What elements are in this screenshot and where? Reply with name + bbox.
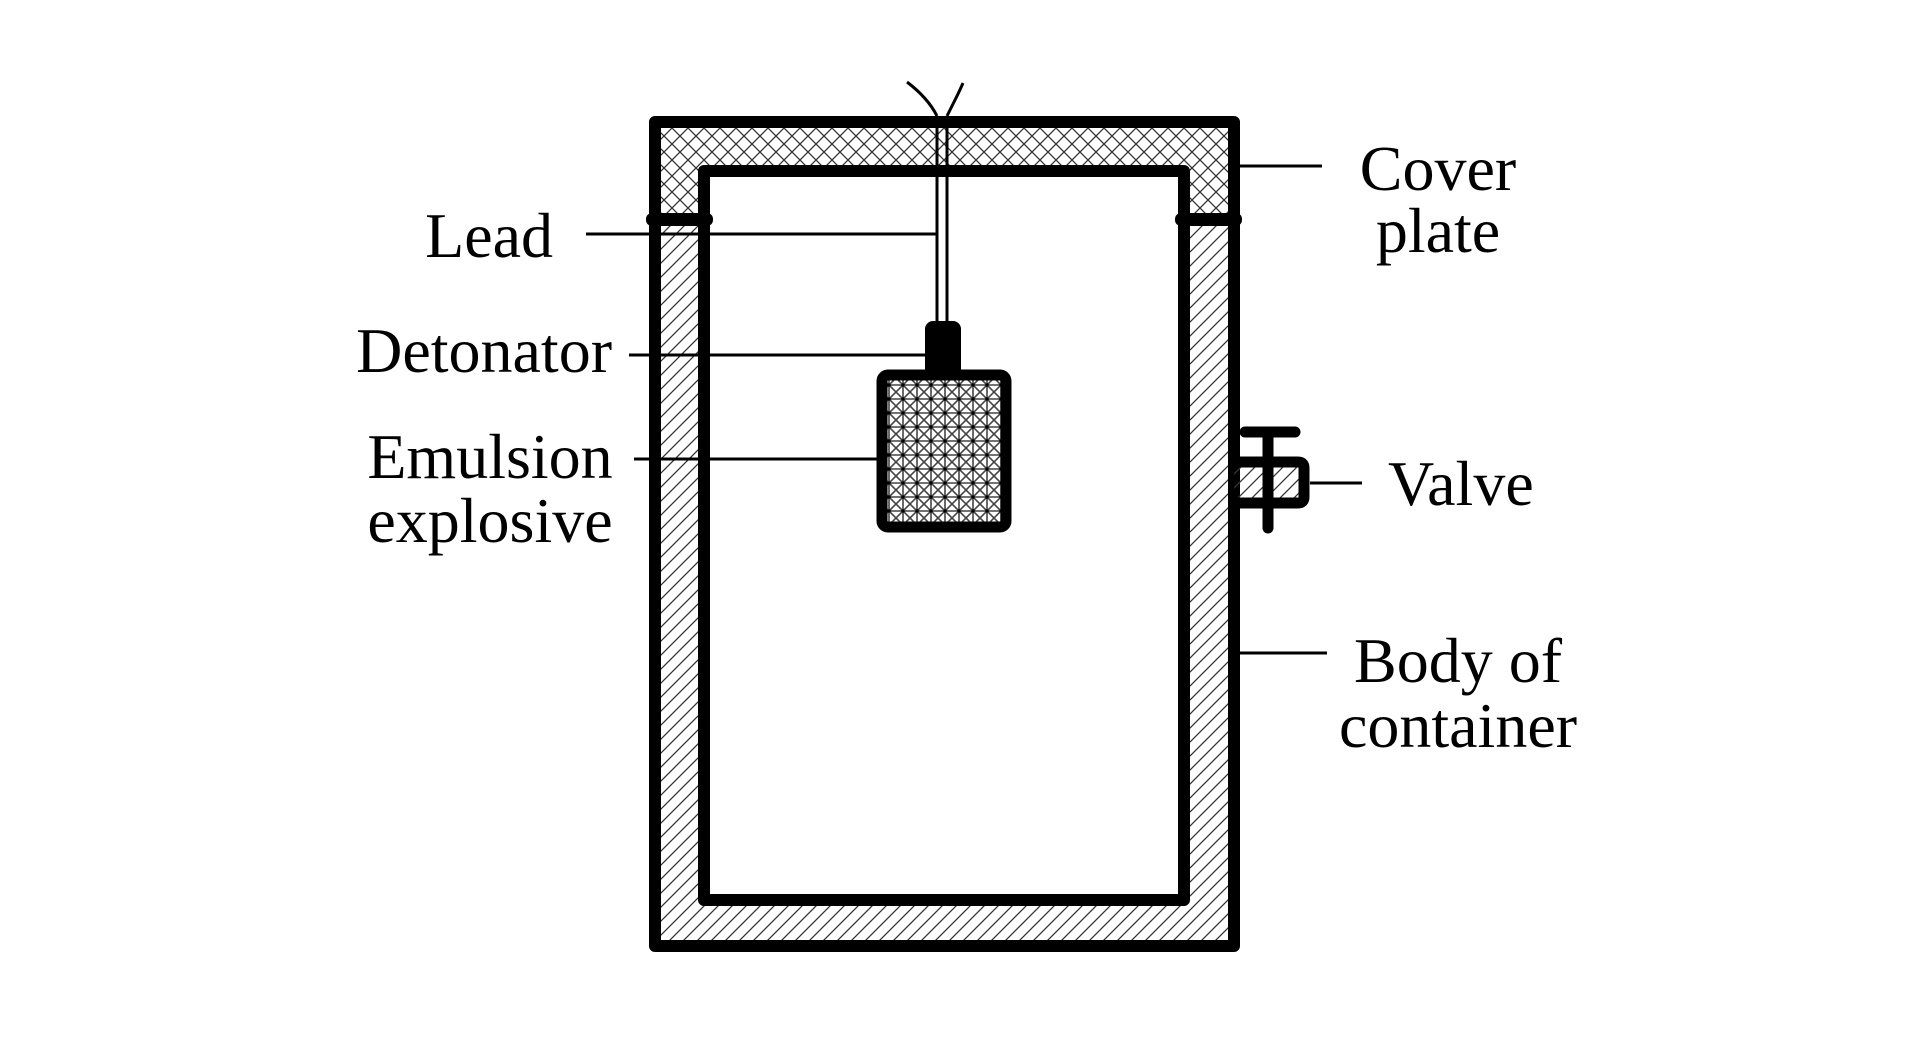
cover-seal-left <box>646 213 713 226</box>
container-outline <box>649 116 1240 952</box>
label-body-line2: container <box>1339 690 1577 761</box>
emulsion-explosive <box>876 369 1012 533</box>
label-cover-line1: Cover <box>1360 133 1516 204</box>
leader-lines <box>586 164 1362 655</box>
detonator <box>925 321 961 381</box>
inner-wall <box>698 220 1190 906</box>
outer-wall <box>649 116 1240 952</box>
label-emulsion-line2: explosive <box>367 485 612 556</box>
label-detonator: Detonator <box>356 315 612 386</box>
cover-seal-right <box>1175 213 1242 226</box>
label-body-line1: Body of <box>1354 625 1563 696</box>
label-valve: Valve <box>1388 448 1534 519</box>
cover-inner-edge <box>698 165 1190 220</box>
label-lead: Lead <box>425 200 553 271</box>
valve <box>1234 426 1310 534</box>
lead-wires <box>906 80 965 322</box>
label-cover-line2: plate <box>1376 195 1500 266</box>
label-emulsion-line1: Emulsion <box>367 421 612 492</box>
